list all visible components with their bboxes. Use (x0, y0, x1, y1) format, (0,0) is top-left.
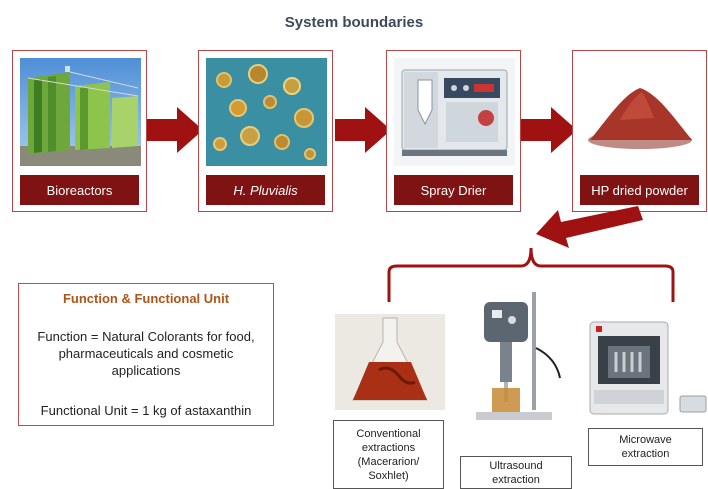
diagonal-arrow-icon (536, 206, 643, 248)
stage-hp-dried-powder: HP dried powder (572, 50, 707, 212)
stage-spray-drier: Spray Drier (386, 50, 521, 212)
bracket-icon (387, 247, 675, 302)
stage-bioreactors: Bioreactors (12, 50, 147, 212)
stage-label: HP dried powder (580, 175, 699, 205)
function-box: Function & Functional Unit Function = Na… (18, 283, 274, 426)
diagram-title: System boundaries (284, 14, 424, 31)
stage-label: H. Pluvialis (206, 175, 325, 205)
spray-drier-photo-icon (394, 58, 515, 166)
stage-label: Bioreactors (20, 175, 139, 205)
flow-arrow-icon (147, 107, 203, 153)
stage-label: Spray Drier (394, 175, 513, 205)
flow-arrow-icon (521, 107, 577, 153)
method-caption-text: Conventional extractions (Macerarion/ So… (356, 427, 421, 482)
microalgae-micrograph-icon (206, 58, 327, 166)
microwave-extractor-photo-icon (586, 316, 708, 420)
function-text: Function = Natural Colorants for food, p… (37, 329, 255, 378)
ultrasound-homogenizer-photo-icon (466, 288, 564, 428)
method-caption: Microwave extraction (588, 428, 703, 466)
function-box-title: Function & Functional Unit (62, 291, 230, 306)
functional-unit-text: Functional Unit = 1 kg of astaxanthin (40, 403, 252, 418)
bioreactor-photo-icon (20, 58, 141, 166)
method-caption-text: Ultrasound extraction (489, 459, 543, 486)
method-caption: Conventional extractions (Macerarion/ So… (333, 420, 444, 489)
red-powder-photo-icon (580, 58, 701, 166)
flow-arrow-icon (335, 107, 391, 153)
method-caption: Ultrasound extraction (460, 456, 572, 489)
flask-photo-icon (335, 314, 445, 410)
method-caption-text: Microwave extraction (619, 434, 672, 460)
stage-h-pluvialis: H. Pluvialis (198, 50, 333, 212)
